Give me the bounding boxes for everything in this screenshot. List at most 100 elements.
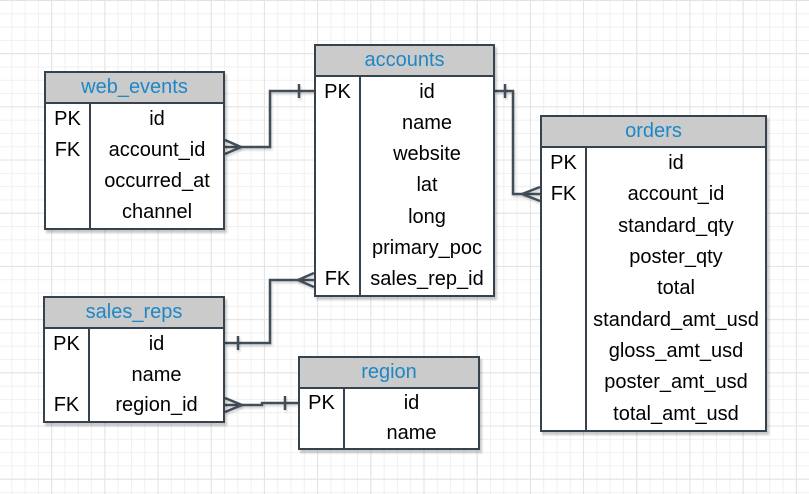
row-key xyxy=(542,304,587,336)
row-field: channel xyxy=(121,201,193,223)
table-row: website xyxy=(316,139,493,171)
entity-rows: PK id name FK region_id xyxy=(45,329,223,422)
row-key xyxy=(542,273,587,305)
connector-line[interactable] xyxy=(495,89,540,196)
row-field: total_amt_usd xyxy=(613,402,739,425)
entity-sales-reps[interactable]: sales_reps PK id name FK region_id xyxy=(43,296,225,423)
row-field: id xyxy=(668,152,684,175)
row-key: FK xyxy=(542,179,587,211)
crow-foot-many-icon xyxy=(521,185,541,203)
entity-title: sales_reps xyxy=(45,298,223,329)
row-field: primary_poc xyxy=(371,236,483,259)
table-row: FK sales_rep_id xyxy=(316,263,493,295)
row-key xyxy=(316,232,361,264)
row-key: PK xyxy=(45,329,90,360)
entity-title: region xyxy=(300,358,478,389)
row-key xyxy=(316,108,361,140)
row-field: name xyxy=(401,112,453,135)
relationship-web_events-accounts[interactable] xyxy=(224,84,314,156)
connector-line[interactable] xyxy=(225,278,314,345)
row-field: id xyxy=(148,332,165,355)
row-field: id xyxy=(149,108,165,130)
row-field: name xyxy=(386,421,437,444)
row-key: FK xyxy=(45,390,90,422)
entity-rows: PK id FK account_id standard_qty poster_… xyxy=(542,148,765,430)
row-field: standard_qty xyxy=(618,214,734,237)
relationship-sales_reps-region[interactable] xyxy=(224,396,298,414)
table-row: PK id xyxy=(45,329,223,360)
row-field: name xyxy=(131,363,182,386)
row-key xyxy=(316,201,361,233)
row-field: total xyxy=(657,277,695,300)
row-field: poster_qty xyxy=(629,246,723,269)
table-row: total xyxy=(542,273,765,305)
row-field: gloss_amt_usd xyxy=(608,340,744,363)
table-row: primary_poc xyxy=(316,232,493,264)
entity-title: web_events xyxy=(46,73,223,104)
entity-web-events[interactable]: web_events PK id FK account_id occurred_… xyxy=(44,71,225,230)
entity-orders[interactable]: orders PK id FK account_id standard_qty … xyxy=(540,115,767,432)
row-field: standard_amt_usd xyxy=(593,308,759,331)
entity-rows: PK id name xyxy=(300,389,478,448)
row-field: occurred_at xyxy=(104,170,210,192)
connector-line[interactable] xyxy=(225,89,314,149)
row-field: account_id xyxy=(108,139,206,161)
table-row: name xyxy=(300,418,478,448)
crow-foot-many-icon xyxy=(224,138,242,156)
row-key xyxy=(45,359,90,391)
row-field: id xyxy=(403,392,420,415)
row-key: PK xyxy=(46,104,91,135)
entity-rows: PK id FK account_id occurred_at channel xyxy=(46,104,223,228)
row-key xyxy=(300,418,345,448)
row-key xyxy=(542,241,587,274)
entity-title: accounts xyxy=(316,46,493,77)
row-field: website xyxy=(393,143,461,166)
connector-line[interactable] xyxy=(225,401,298,407)
entity-title: orders xyxy=(542,117,765,148)
entity-rows: PK id name website lat long primary_poc … xyxy=(316,77,493,295)
table-row: PK id xyxy=(300,389,478,419)
row-key xyxy=(542,335,587,368)
table-row: PK id xyxy=(316,77,493,109)
row-field: lat xyxy=(416,174,438,197)
crow-foot-many-icon xyxy=(297,271,315,289)
row-key xyxy=(46,166,91,197)
table-row: gloss_amt_usd xyxy=(542,335,765,368)
table-row: FK account_id xyxy=(46,135,223,166)
row-field: id xyxy=(419,81,435,104)
row-key xyxy=(542,210,587,242)
row-field: region_id xyxy=(115,394,198,417)
row-key: PK xyxy=(300,389,345,419)
table-row: channel xyxy=(46,197,223,228)
row-key xyxy=(316,170,361,202)
table-row: total_amt_usd xyxy=(542,398,765,430)
table-row: standard_amt_usd xyxy=(542,304,765,336)
row-key: FK xyxy=(316,263,361,295)
table-row: lat xyxy=(316,170,493,202)
table-row: PK id xyxy=(542,148,765,180)
table-row: occurred_at xyxy=(46,166,223,197)
crow-foot-many-icon xyxy=(224,396,243,414)
table-row: FK region_id xyxy=(45,390,223,422)
relationship-sales_reps-accounts[interactable] xyxy=(225,271,315,350)
entity-region[interactable]: region PK id name xyxy=(298,356,480,450)
table-row: poster_qty xyxy=(542,241,765,274)
row-key xyxy=(46,197,91,228)
table-row: long xyxy=(316,201,493,233)
relationship-accounts-orders[interactable] xyxy=(495,84,541,203)
entity-accounts[interactable]: accounts PK id name website lat long pri… xyxy=(314,44,495,297)
table-row: poster_amt_usd xyxy=(542,367,765,399)
row-field: account_id xyxy=(627,183,725,206)
table-row: FK account_id xyxy=(542,179,765,211)
row-field: poster_amt_usd xyxy=(604,371,748,394)
row-key xyxy=(542,367,587,399)
row-field: sales_rep_id xyxy=(370,267,484,290)
table-row: name xyxy=(316,108,493,140)
row-key: PK xyxy=(542,148,587,180)
row-key: PK xyxy=(316,77,361,109)
row-key xyxy=(542,398,587,430)
row-key: FK xyxy=(46,135,91,166)
row-field: long xyxy=(408,205,446,228)
table-row: standard_qty xyxy=(542,210,765,242)
row-key xyxy=(316,139,361,171)
